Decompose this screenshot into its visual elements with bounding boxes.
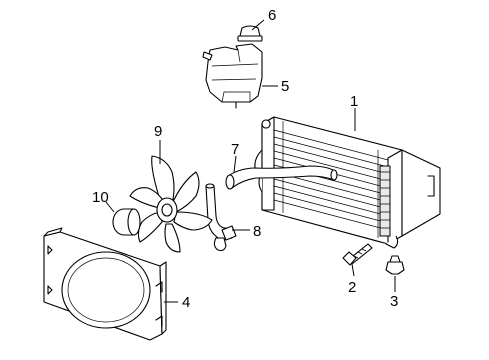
callout-9: 9 — [154, 123, 162, 140]
callout-4: 4 — [182, 294, 190, 311]
lower-radiator-hose — [205, 183, 237, 252]
callout-5: 5 — [281, 78, 289, 95]
leader-7 — [233, 155, 237, 173]
coolant-reservoir — [202, 43, 263, 109]
fan-blade — [129, 155, 213, 253]
callout-10: 10 — [92, 189, 109, 206]
leader-10 — [105, 201, 115, 213]
radiator — [254, 116, 441, 249]
callout-1: 1 — [350, 93, 358, 110]
callout-6: 6 — [268, 7, 276, 24]
grommet — [385, 255, 405, 275]
fan-shroud — [43, 227, 167, 341]
callout-2: 2 — [348, 279, 356, 296]
bolt — [342, 243, 373, 266]
reservoir-cap — [237, 25, 263, 42]
leader-2 — [351, 263, 355, 277]
callout-3: 3 — [390, 293, 398, 310]
leader-6 — [251, 19, 265, 31]
fan-clutch — [112, 208, 141, 236]
callout-7: 7 — [231, 141, 239, 158]
upper-radiator-hose — [225, 165, 338, 190]
callout-8: 8 — [253, 223, 261, 240]
